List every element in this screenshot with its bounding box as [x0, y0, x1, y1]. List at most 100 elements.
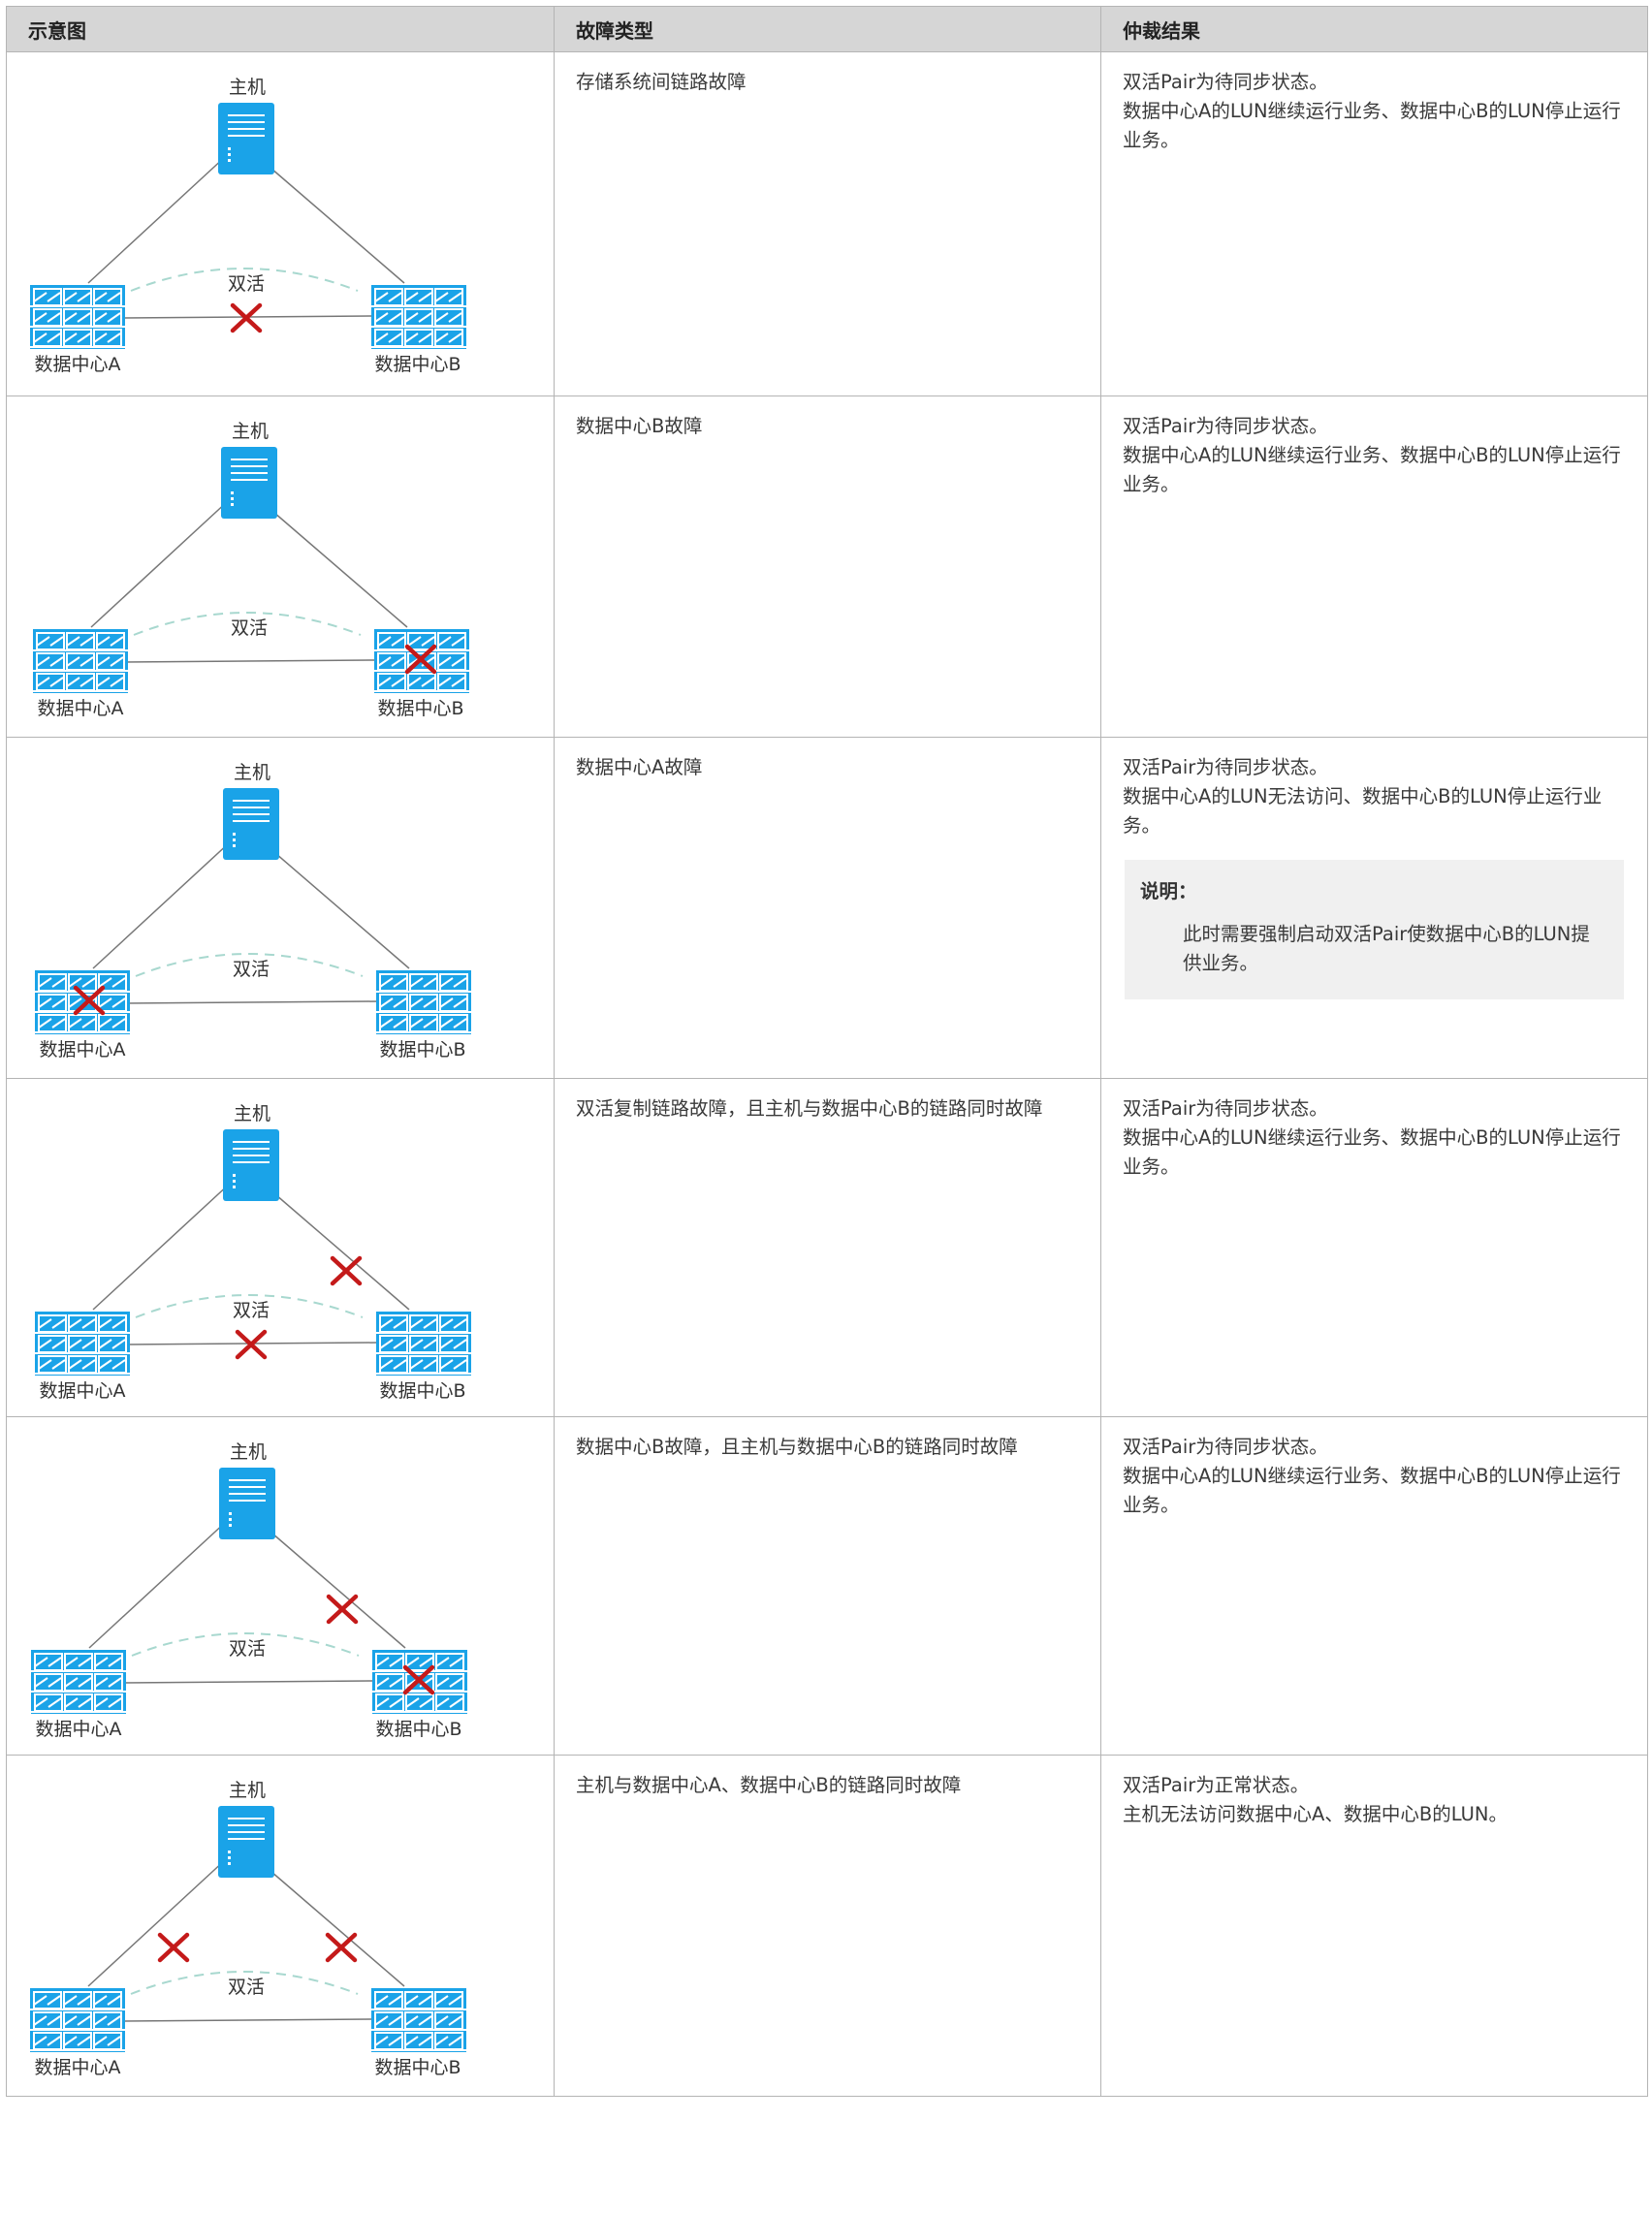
fault-type-text: 存储系统间链路故障 — [576, 71, 747, 93]
header-diagram: 示意图 — [6, 6, 555, 52]
host-b-link — [259, 499, 408, 628]
fault-x-icon — [402, 1664, 435, 1695]
note-text: 此时需要强制启动双活Pair使数据中心B的LUN提供业务。 — [1183, 923, 1590, 974]
host-label: 主机 — [229, 77, 266, 98]
storage-dc-a — [35, 970, 130, 1034]
table-row: 主机双活数据中心A 数据中心B 数据中心B故障 双活Pair为待同步状态。数据中心A的… — [6, 396, 1648, 738]
arbitration-result-cell: 双活Pair为待同步状态。数据中心A的LUN继续运行业务、数据中心B的LUN停止… — [1100, 51, 1648, 396]
result-line: 数据中心A的LUN继续运行业务、数据中心B的LUN停止运行业务。 — [1123, 444, 1621, 495]
diagram-cell: 主机双活数据中心A 数据中心B — [6, 1416, 555, 1756]
active-active-arc — [131, 1632, 360, 1657]
fault-type-text: 数据中心A故障 — [576, 756, 703, 778]
replication-link — [118, 2018, 374, 2022]
dc-a-label: 数据中心A — [35, 354, 121, 375]
host-server — [218, 1806, 274, 1878]
host-server — [223, 788, 279, 860]
active-active-label: 双活 — [228, 273, 265, 295]
dc-a-label: 数据中心A — [40, 1039, 126, 1060]
fault-x-icon — [330, 1255, 363, 1286]
fault-type-text: 数据中心B故障 — [576, 415, 703, 437]
storage-dc-a — [30, 285, 125, 349]
dc-a-label: 数据中心A — [40, 1380, 126, 1402]
fault-type-cell: 数据中心B故障，且主机与数据中心B的链路同时故障 — [554, 1416, 1101, 1756]
storage-dc-a — [33, 629, 128, 693]
header-fault-type: 故障类型 — [554, 6, 1101, 52]
fault-type-cell: 存储系统间链路故障 — [554, 51, 1101, 396]
arbitration-result-cell: 双活Pair为待同步状态。数据中心A的LUN继续运行业务、数据中心B的LUN停止… — [1100, 1416, 1648, 1756]
active-active-label: 双活 — [231, 617, 268, 639]
result-line: 双活Pair为待同步状态。 — [1123, 1097, 1328, 1120]
active-active-label: 双活 — [233, 1300, 270, 1321]
fault-x-icon — [235, 1329, 268, 1360]
host-a-link — [88, 1520, 228, 1649]
table-header-row: 示意图 故障类型 仲裁结果 — [6, 6, 1648, 52]
active-active-label: 双活 — [229, 1638, 266, 1660]
storage-dc-b — [376, 970, 471, 1034]
dc-a-label: 数据中心A — [36, 1719, 122, 1740]
host-a-link — [92, 840, 232, 969]
host-b-link — [256, 155, 405, 284]
arbitration-result-cell: 双活Pair为待同步状态。数据中心A的LUN继续运行业务、数据中心B的LUN停止… — [1100, 396, 1648, 738]
host-b-link — [261, 840, 410, 969]
host-a-link — [87, 1858, 227, 1987]
fault-type-cell: 数据中心B故障 — [554, 396, 1101, 738]
result-line: 数据中心A的LUN继续运行业务、数据中心B的LUN停止运行业务。 — [1123, 1465, 1621, 1516]
active-active-arc — [135, 953, 364, 977]
diagram-cell: 主机双活数据中心A 数据中心B — [6, 1078, 555, 1417]
host-b-link — [256, 1858, 405, 1987]
active-active-label: 双活 — [228, 1977, 265, 1998]
note-box: 说明：此时需要强制启动双活Pair使数据中心B的LUN提供业务。 — [1125, 860, 1624, 999]
host-server — [219, 1468, 275, 1539]
active-active-arc — [133, 612, 362, 636]
fault-x-icon — [326, 1594, 359, 1625]
fault-type-text: 数据中心B故障，且主机与数据中心B的链路同时故障 — [576, 1436, 1018, 1458]
fault-type-text: 双活复制链路故障，且主机与数据中心B的链路同时故障 — [576, 1097, 1043, 1120]
dc-b-label: 数据中心B — [377, 698, 463, 719]
fault-type-text: 主机与数据中心A、数据中心B的链路同时故障 — [576, 1774, 962, 1796]
dc-b-label: 数据中心B — [375, 1719, 461, 1740]
storage-dc-b — [376, 1312, 471, 1376]
result-line: 数据中心A的LUN无法访问、数据中心B的LUN停止运行业务。 — [1123, 785, 1603, 837]
host-label: 主机 — [234, 1103, 270, 1124]
fault-x-icon — [325, 1932, 358, 1963]
fault-type-cell: 数据中心A故障 — [554, 737, 1101, 1079]
active-active-arc — [130, 1971, 359, 1995]
host-label: 主机 — [230, 1441, 267, 1463]
result-line: 双活Pair为待同步状态。 — [1123, 756, 1328, 778]
active-active-arc — [135, 1294, 364, 1318]
table-row: 主机双活数据中心A 数据中心B 双活复制链路故障，且主机与数据中心B的链路同时故障 双… — [6, 1078, 1648, 1417]
dc-b-label: 数据中心B — [379, 1380, 465, 1402]
storage-dc-b — [372, 1650, 467, 1714]
host-b-link — [261, 1182, 410, 1311]
dc-a-label: 数据中心A — [35, 2057, 121, 2078]
fault-x-icon — [404, 644, 437, 675]
arbitration-result-cell: 双活Pair为待同步状态。数据中心A的LUN继续运行业务、数据中心B的LUN停止… — [1100, 1078, 1648, 1417]
active-active-arc — [130, 268, 359, 292]
fault-x-icon — [73, 985, 106, 1016]
result-line: 数据中心A的LUN继续运行业务、数据中心B的LUN停止运行业务。 — [1123, 1126, 1621, 1178]
dc-b-label: 数据中心B — [374, 2057, 461, 2078]
storage-dc-a — [30, 1988, 125, 2052]
replication-link — [123, 1000, 379, 1004]
result-line: 主机无法访问数据中心A、数据中心B的LUN。 — [1123, 1803, 1508, 1825]
host-a-link — [92, 1182, 232, 1311]
result-line: 双活Pair为正常状态。 — [1123, 1774, 1310, 1796]
dc-a-label: 数据中心A — [38, 698, 124, 719]
storage-dc-a — [31, 1650, 126, 1714]
storage-dc-b — [371, 1988, 466, 2052]
host-server — [218, 103, 274, 174]
replication-link — [121, 659, 377, 663]
storage-dc-b — [371, 285, 466, 349]
host-label: 主机 — [234, 762, 270, 783]
host-label: 主机 — [232, 421, 269, 442]
